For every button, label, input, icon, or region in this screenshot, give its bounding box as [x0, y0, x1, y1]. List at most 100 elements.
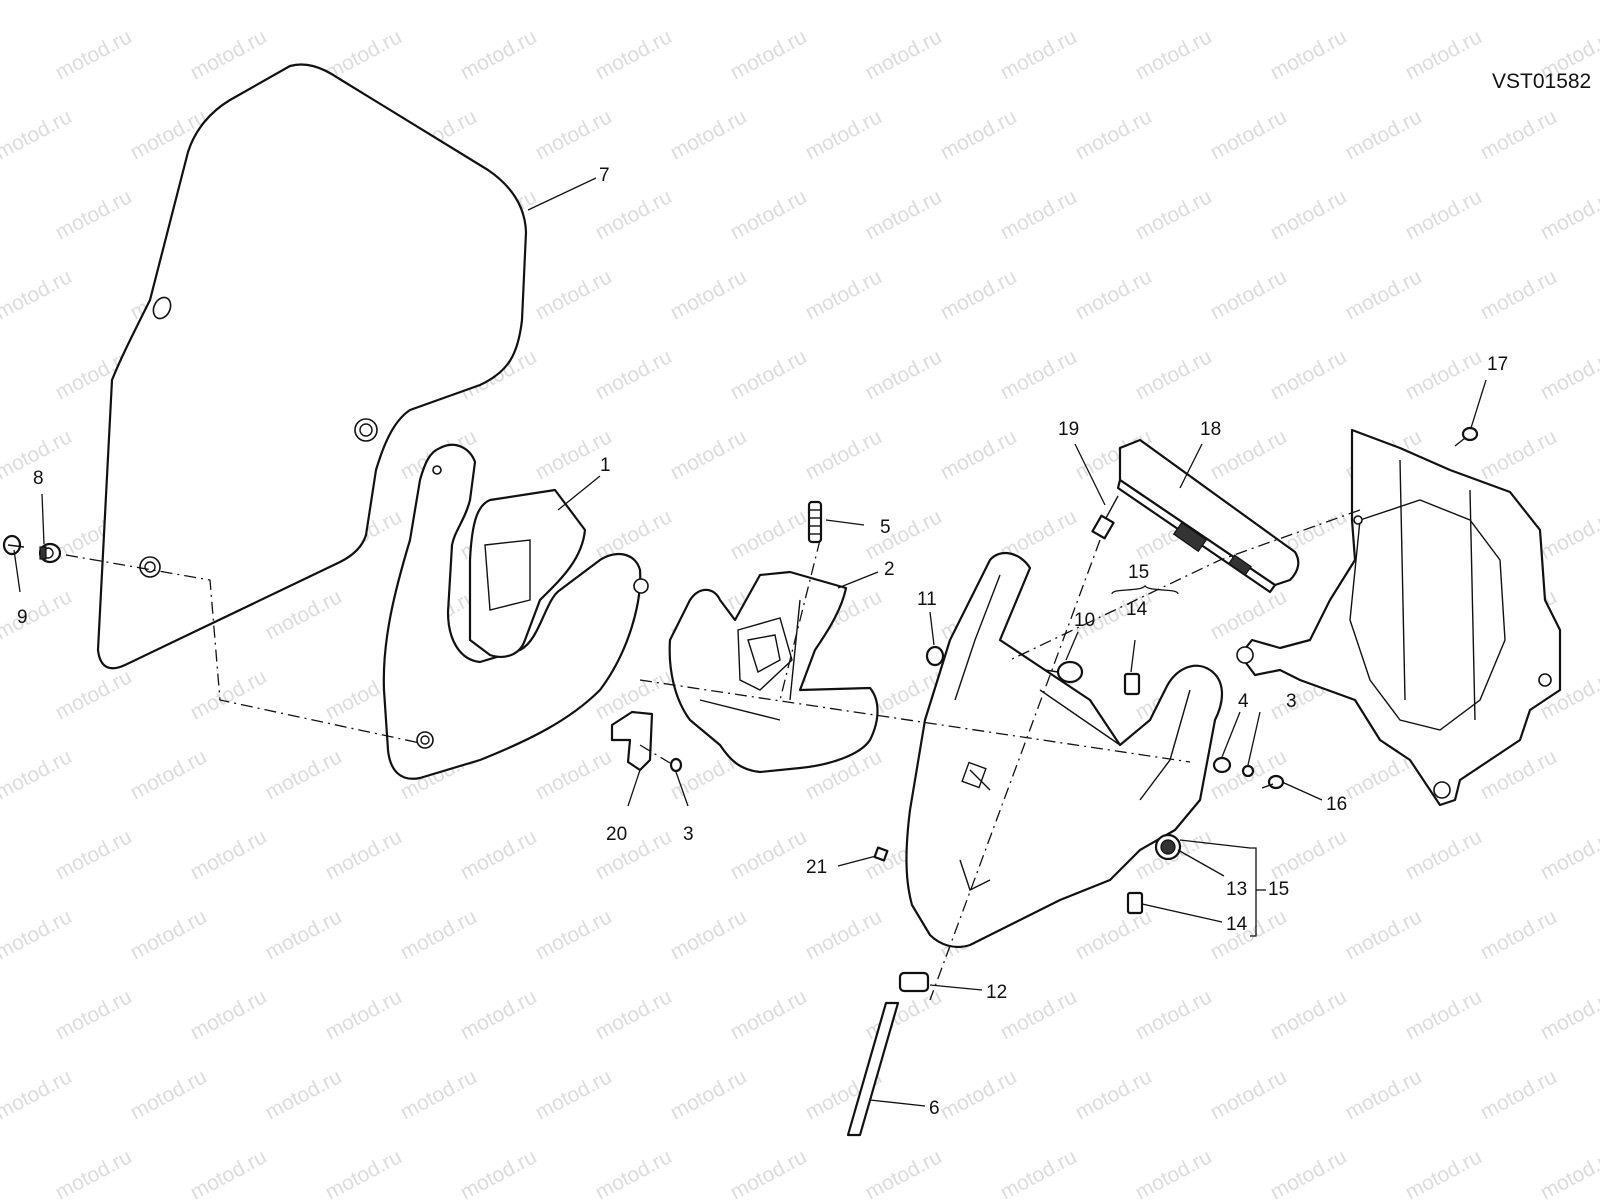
watermark-text: motod.ru: [322, 1145, 406, 1200]
watermark-text: motod.ru: [262, 1065, 346, 1124]
watermark-text: motod.ru: [667, 1065, 751, 1124]
spacer-part-12: [898, 971, 930, 993]
watermark-text: motod.ru: [0, 1065, 76, 1124]
watermark-text: motod.ru: [802, 905, 886, 964]
watermark-text: motod.ru: [322, 825, 406, 884]
watermark-text: motod.ru: [0, 345, 1, 404]
watermark-text: motod.ru: [937, 0, 1021, 4]
watermark-text: motod.ru: [727, 985, 811, 1044]
watermark-text: motod.ru: [1537, 825, 1600, 884]
watermark-text: motod.ru: [997, 345, 1081, 404]
watermark-text: motod.ru: [1072, 105, 1156, 164]
watermark-text: motod.ru: [997, 1145, 1081, 1200]
watermark-text: motod.ru: [1402, 985, 1486, 1044]
callout-8: 8: [33, 468, 44, 489]
watermark-text: motod.ru: [937, 425, 1021, 484]
callout-17: 17: [1487, 354, 1508, 375]
watermark-text: motod.ru: [532, 105, 616, 164]
watermark-text: motod.ru: [592, 825, 676, 884]
watermark-text: motod.ru: [0, 585, 76, 644]
watermark-text: motod.ru: [727, 1145, 811, 1200]
watermark-text: motod.ru: [187, 1145, 271, 1200]
screw-part-17: [1454, 426, 1479, 447]
callout-21: 21: [806, 857, 827, 878]
watermark-text: motod.ru: [0, 185, 1, 244]
watermark-text: motod.ru: [52, 25, 136, 84]
watermark-text: motod.ru: [127, 905, 211, 964]
clip-part-14-upper: [1123, 672, 1141, 696]
watermark-text: motod.ru: [802, 105, 886, 164]
watermark-text: motod.ru: [1267, 25, 1351, 84]
watermark-text: motod.ru: [727, 345, 811, 404]
callout-7: 7: [599, 165, 610, 186]
watermark-text: motod.ru: [187, 665, 271, 724]
watermark-text: motod.ru: [1207, 265, 1291, 324]
watermark-text: motod.ru: [52, 825, 136, 884]
windscreen-part-7: [96, 63, 528, 670]
watermark-text: motod.ru: [532, 0, 616, 4]
watermark-text: motod.ru: [1267, 1145, 1351, 1200]
watermark-text: motod.ru: [1207, 905, 1291, 964]
watermark-text: motod.ru: [457, 825, 541, 884]
screw-part-16: [1261, 774, 1285, 790]
watermark-text: motod.ru: [1342, 1065, 1426, 1124]
watermark-text: motod.ru: [727, 25, 811, 84]
watermark-text: motod.ru: [52, 185, 136, 244]
callout-16: 16: [1326, 794, 1347, 815]
watermark-text: motod.ru: [937, 1065, 1021, 1124]
watermark-text: motod.ru: [1537, 1145, 1600, 1200]
watermark-text: motod.ru: [997, 985, 1081, 1044]
watermark-text: motod.ru: [1207, 1065, 1291, 1124]
watermark-text: motod.ru: [1072, 1065, 1156, 1124]
watermark-text: motod.ru: [592, 185, 676, 244]
watermark-text: motod.ru: [727, 505, 811, 564]
clip-part-21: [873, 846, 889, 862]
watermark-text: motod.ru: [532, 265, 616, 324]
callout-20: 20: [606, 824, 627, 845]
watermark-text: motod.ru: [1537, 985, 1600, 1044]
callout-12: 12: [986, 982, 1007, 1003]
callout-3-left: 3: [683, 824, 694, 845]
clip-part-14-lower: [1126, 891, 1144, 915]
watermark-text: motod.ru: [1342, 105, 1426, 164]
watermark-text: motod.ru: [1477, 1065, 1561, 1124]
watermark-text: motod.ru: [727, 825, 811, 884]
watermark-text: motod.ru: [1537, 505, 1600, 564]
watermark-text: motod.ru: [1132, 1145, 1216, 1200]
watermark-text: motod.ru: [262, 905, 346, 964]
watermark-text: motod.ru: [1537, 345, 1600, 404]
side-panel-part-1: [382, 443, 649, 780]
watermark-text: motod.ru: [1207, 585, 1291, 644]
watermark-text: motod.ru: [1402, 825, 1486, 884]
watermark-text: motod.ru: [1342, 265, 1426, 324]
watermark-text: motod.ru: [862, 25, 946, 84]
watermark-text: motod.ru: [1132, 985, 1216, 1044]
washer-part-4: [1212, 756, 1232, 774]
grommet-part-10: [1044, 660, 1084, 684]
callout-2: 2: [884, 559, 895, 580]
leader-lines: [13, 177, 1487, 1107]
callout-4: 4: [1238, 691, 1249, 712]
watermark-text: motod.ru: [1477, 905, 1561, 964]
watermark-text: motod.ru: [592, 505, 676, 564]
watermark-text: motod.ru: [727, 185, 811, 244]
watermark-text: motod.ru: [592, 1145, 676, 1200]
watermark-text: motod.ru: [187, 25, 271, 84]
reference-code: VST01582: [1492, 70, 1591, 93]
watermark-text: motod.ru: [667, 0, 751, 4]
watermark-text: motod.ru: [127, 0, 211, 4]
watermark-text: motod.ru: [0, 665, 1, 724]
watermark-text: motod.ru: [1207, 105, 1291, 164]
watermark-text: motod.ru: [667, 905, 751, 964]
callout-10: 10: [1074, 610, 1095, 631]
watermark-text: motod.ru: [0, 105, 76, 164]
watermark-text: motod.ru: [1402, 345, 1486, 404]
watermark-text: motod.ru: [1132, 185, 1216, 244]
watermark-text: motod.ru: [52, 1145, 136, 1200]
rod-part-6: [846, 1001, 900, 1137]
watermark-text: motod.ru: [862, 505, 946, 564]
watermark-text: motod.ru: [0, 505, 1, 564]
headlight-housing: [905, 551, 1223, 949]
assembly-lines: [65, 509, 1361, 1001]
watermark-text: motod.ru: [667, 265, 751, 324]
